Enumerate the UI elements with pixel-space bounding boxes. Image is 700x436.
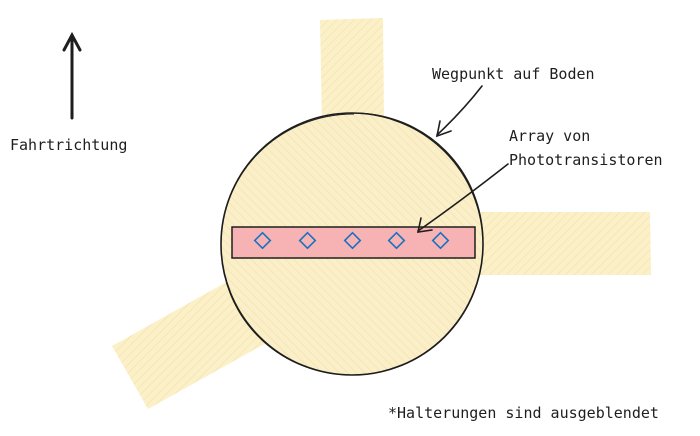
footnote-label: *Halterungen sind ausgeblendet (388, 404, 659, 422)
phototransistor-2 (298, 231, 317, 250)
robot-body-outline-sketch (220, 112, 484, 376)
array-arrow (416, 163, 509, 233)
phototransistor-group (253, 231, 450, 250)
direction-label: Fahrtrichtung (10, 136, 127, 154)
waypoint-arrow (435, 85, 483, 138)
array-label-line1: Array von (509, 127, 590, 145)
direction-arrow (62, 31, 82, 120)
floor-stripe-top (320, 18, 384, 124)
floor-stripe-left (112, 279, 268, 409)
waypoint-label: Wegpunkt auf Boden (432, 65, 595, 83)
array-label-line2: Phototransistoren (509, 151, 663, 169)
phototransistor-4 (387, 231, 406, 250)
phototransistor-1 (253, 231, 272, 250)
phototransistor-3 (343, 231, 362, 250)
floor-stripe-right (470, 212, 651, 275)
phototransistor-5 (431, 231, 450, 250)
